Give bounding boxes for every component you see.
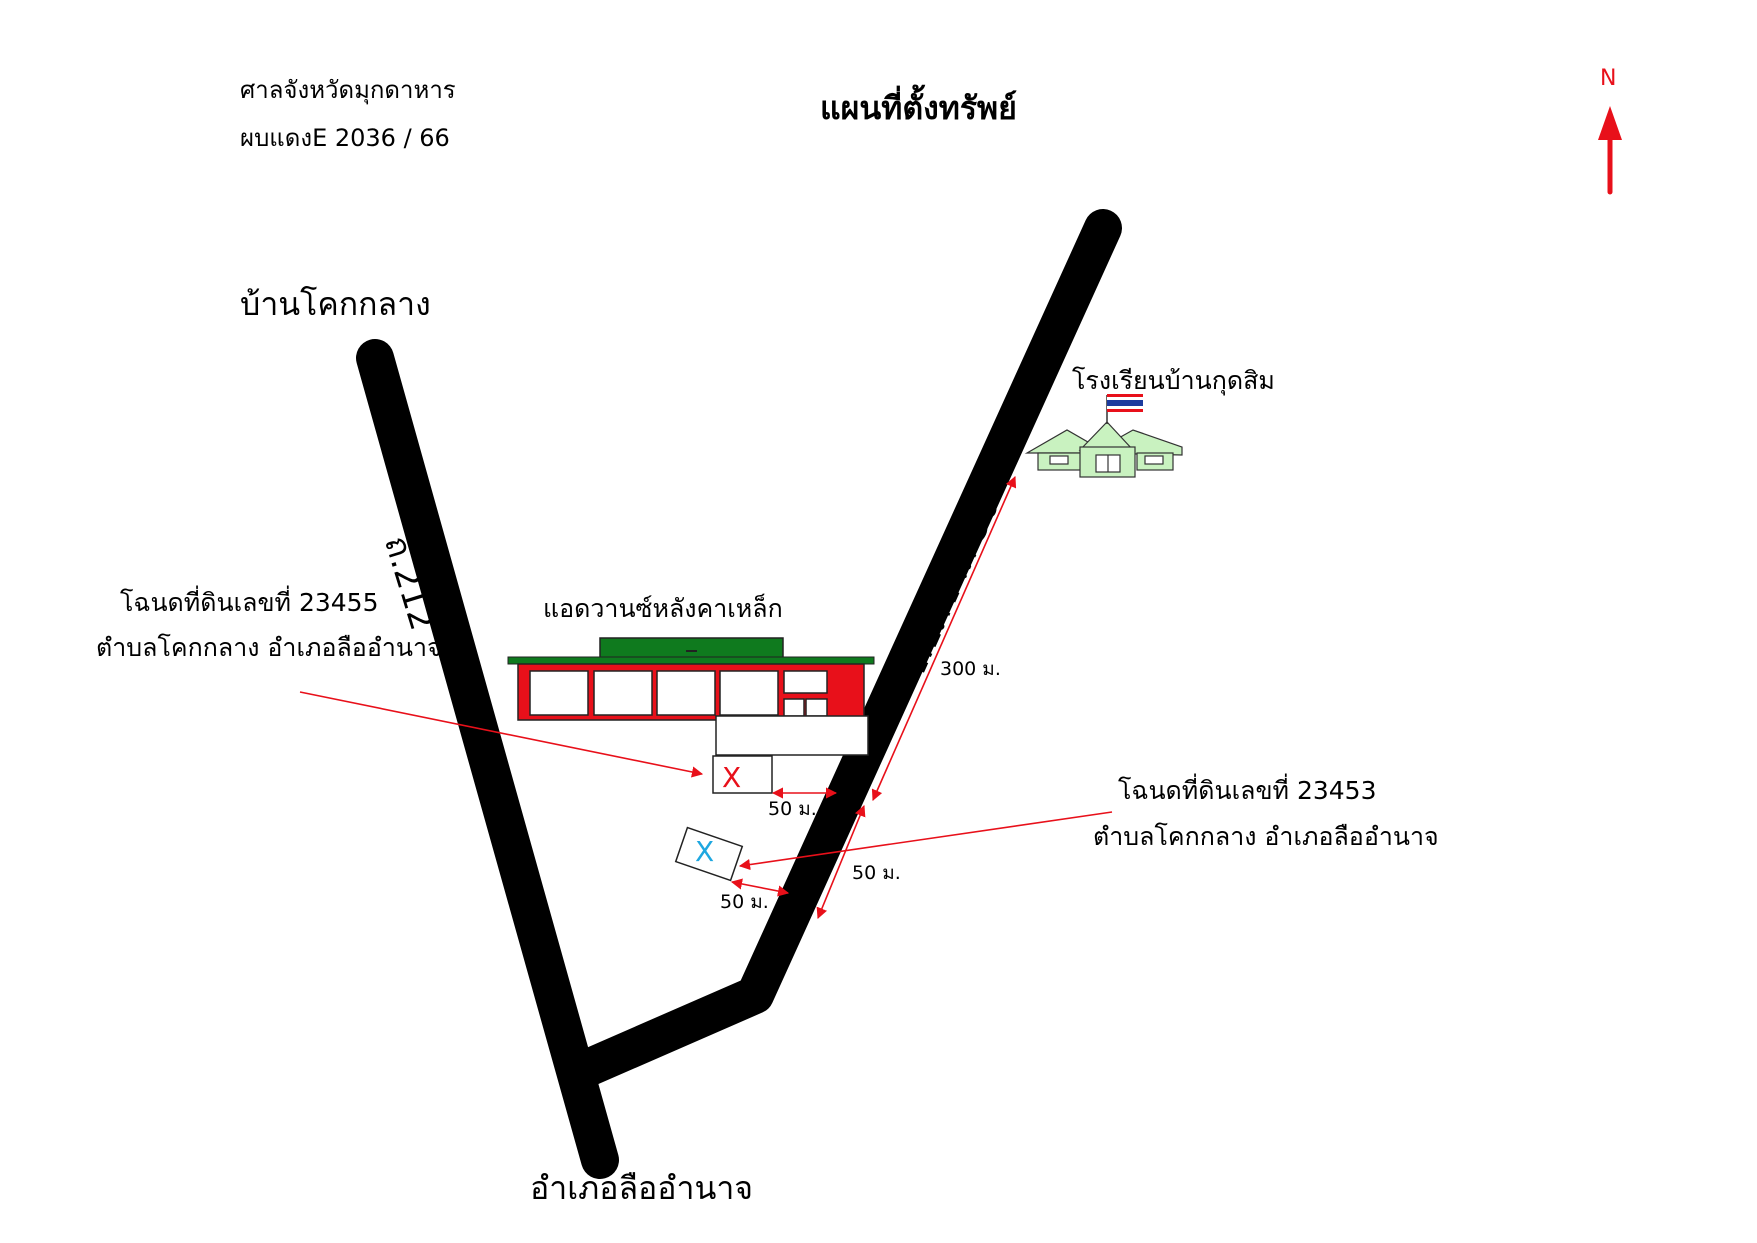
- north-label: N: [1600, 66, 1617, 91]
- parcel-a-plot: [712, 755, 773, 794]
- school-label: โรงเรียนบ้านกุดสิม: [1072, 366, 1275, 395]
- case-number: ผบแดงE 2036 / 66: [240, 124, 450, 152]
- distance-parcel-b: 50 ม.: [720, 891, 769, 913]
- leader-parcel-b: [738, 811, 1113, 871]
- arrow-50m-road: [816, 804, 866, 920]
- store-building: [507, 637, 875, 756]
- road-212: [356, 339, 619, 1179]
- thai-flag: [1106, 394, 1143, 424]
- court-name: ศาลจังหวัดมุกดาหาร: [240, 76, 456, 104]
- arrow-300m: [871, 475, 1017, 802]
- distance-to-school: 300 ม.: [940, 658, 1001, 680]
- arrow-50m-parcel-b: [730, 878, 790, 897]
- school-building: [1024, 421, 1183, 478]
- annotations: [299, 475, 1113, 920]
- village-label: บ้านโคกกลาง: [240, 285, 431, 323]
- parcel-a-marker: X: [722, 761, 742, 794]
- parcel-b-marker: X: [695, 835, 715, 868]
- distance-parcel-a: 50 ม.: [768, 798, 817, 820]
- north-arrow: [1598, 106, 1622, 195]
- parcel-b-deed: โฉนดที่ดินเลขที่ 23453: [1118, 776, 1377, 805]
- parcel-a-location: ตำบลโคกกลาง อำเภอลืออำนาจ: [96, 633, 442, 662]
- store-label: แอดวานซ์หลังคาเหล็ก: [543, 594, 783, 623]
- leader-parcel-a: [299, 691, 704, 778]
- parcel-a-deed: โฉนดที่ดินเลขที่ 23455: [120, 588, 379, 617]
- parcel-b-location: ตำบลโคกกลาง อำเภอลืออำนาจ: [1093, 822, 1439, 851]
- district-label: อำเภอลืออำนาจ: [530, 1169, 754, 1207]
- parcel-b-plot: [674, 826, 744, 882]
- map-title: แผนที่ตั้งทรัพย์: [820, 89, 1017, 127]
- distance-between-parcels: 50 ม.: [852, 862, 901, 884]
